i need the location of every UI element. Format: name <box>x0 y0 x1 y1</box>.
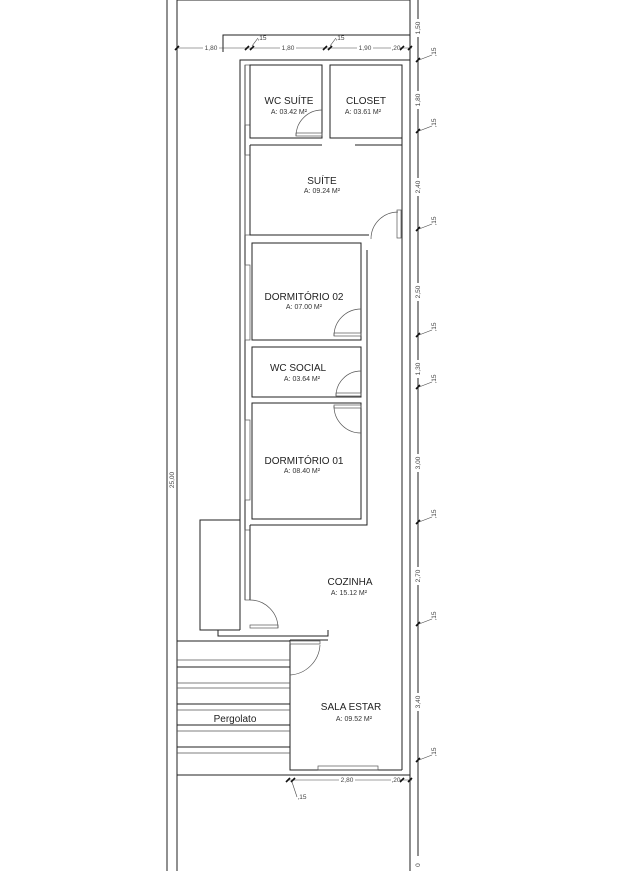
sala-estar-area: A: 09.52 M² <box>336 716 373 723</box>
dim-tick <box>415 332 421 338</box>
doors <box>249 109 402 676</box>
dim-tick <box>415 621 421 627</box>
dim-top-4: ,15 <box>335 35 344 42</box>
dim-top-1: 1,80 <box>205 45 218 52</box>
pergolato-label: Pergolato <box>214 714 257 725</box>
room-wc-suite <box>249 64 323 139</box>
room-suite <box>249 145 369 236</box>
dim-wall-thickness: ,15 <box>431 47 438 56</box>
dormitorio-02-name: DORMITÓRIO 02 <box>265 290 344 303</box>
dim-right-8: 3,40 <box>415 695 422 708</box>
closet-area: A: 03.61 M² <box>345 109 382 116</box>
dormitorio-01-name: DORMITÓRIO 01 <box>265 454 344 467</box>
dim-wall-thickness: ,15 <box>431 509 438 518</box>
suite-area: A: 09.24 M² <box>304 188 341 195</box>
room-wc-social <box>251 346 362 398</box>
room-dormitorio-02 <box>251 242 362 341</box>
cozinha-area: A: 15.12 M² <box>331 590 368 597</box>
room-labels: WC SUÍTE A: 03.42 M² CLOSET A: 03.61 M² … <box>265 94 386 723</box>
closet-name: CLOSET <box>346 96 386 107</box>
dim-top-2: ,15 <box>257 35 266 42</box>
dim-tick <box>415 226 421 232</box>
dim-bottom-1: 2,80 <box>341 777 354 784</box>
dim-bottom-2: ,20 <box>391 777 400 784</box>
right-dimension: ,15 ,15 ,15 ,15 ,15 ,15 ,15 ,15 1,50 1,80 2,40 2,5… <box>414 0 438 871</box>
pergolato: Pergolato <box>177 640 410 776</box>
wc-suite-name: WC SUÍTE <box>265 94 314 107</box>
dim-wall-thickness: ,15 <box>431 374 438 383</box>
dim-right-4: 2,50 <box>415 285 422 298</box>
dim-tick <box>415 57 421 63</box>
dim-right-7: 2,70 <box>415 569 422 582</box>
top-dimension: 1,80 ,15 1,80 ,15 1,90 ,20 <box>174 35 413 52</box>
wc-suite-area: A: 03.42 M² <box>271 109 308 116</box>
dim-wall-thickness: ,15 <box>431 611 438 620</box>
left-dimension: 25,00 <box>169 471 176 488</box>
dim-wall-thickness: ,15 <box>431 118 438 127</box>
room-closet <box>329 64 403 139</box>
dim-right-2: 1,80 <box>415 93 422 106</box>
dim-right-5: 1,30 <box>415 362 422 375</box>
dim-total-length: 25,00 <box>169 471 176 488</box>
room-dormitorio-01 <box>251 402 362 520</box>
suite-name: SUÍTE <box>307 174 337 187</box>
wc-social-area: A: 03.64 M² <box>284 376 321 383</box>
lot-boundary <box>166 0 411 871</box>
corridor-wall <box>250 250 368 526</box>
cozinha-name: COZINHA <box>328 577 373 588</box>
bottom-dimension: 2,80 ,20 ,15 <box>285 776 413 801</box>
dim-wall-thickness: ,15 <box>431 216 438 225</box>
dim-bottom-3: ,15 <box>297 794 306 801</box>
sala-estar-name: SALA ESTAR <box>321 702 381 713</box>
dim-wall-thickness: ,15 <box>431 747 438 756</box>
dim-tick <box>415 128 421 134</box>
dim-right-9: 0 <box>415 863 422 867</box>
dim-top-5: 1,90 <box>359 45 372 52</box>
dim-tick <box>415 519 421 525</box>
dormitorio-01-area: A: 08.40 M² <box>284 468 321 475</box>
dim-right-6: 3,00 <box>415 456 422 469</box>
building-walls <box>199 59 410 770</box>
dim-top-6: ,20 <box>391 45 400 52</box>
dim-wall-thickness: ,15 <box>431 322 438 331</box>
dim-tick <box>415 757 421 763</box>
dim-right-3: 2,40 <box>415 180 422 193</box>
dim-right-1: 1,50 <box>415 21 422 34</box>
dim-tick <box>415 384 421 390</box>
wc-social-name: WC SOCIAL <box>270 363 327 374</box>
dim-top-3: 1,80 <box>282 45 295 52</box>
dormitorio-02-area: A: 07.00 M² <box>286 304 323 311</box>
